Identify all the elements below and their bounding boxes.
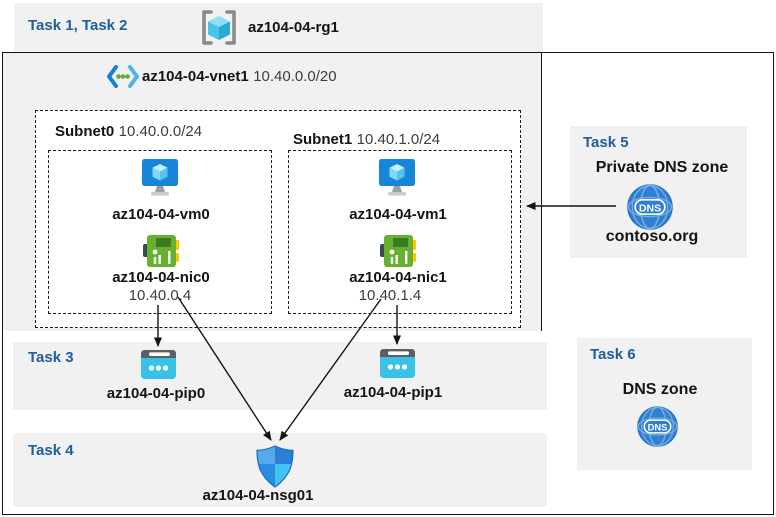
nic0-icon bbox=[143, 234, 179, 268]
dns-zone-title: DNS zone bbox=[622, 381, 698, 398]
private-dns-zone-name: contoso.org bbox=[605, 228, 699, 245]
nic0-name: az104-04-nic0 bbox=[112, 269, 210, 286]
nsg-shield-icon bbox=[255, 445, 295, 488]
dns-icon-label: DNS bbox=[648, 421, 668, 432]
vnet-cidr: 10.40.0.0/20 bbox=[253, 68, 337, 85]
task-1-2-band bbox=[14, 3, 543, 52]
task-1-2-label: Task 1, Task 2 bbox=[28, 17, 128, 34]
vm0-icon bbox=[139, 157, 181, 199]
nsg-name: az104-04-nsg01 bbox=[202, 487, 314, 504]
subnets-container bbox=[35, 110, 521, 328]
subnet0-name: Subnet0 bbox=[55, 123, 115, 140]
subnet1-box bbox=[288, 150, 512, 314]
task-3-band bbox=[13, 342, 547, 410]
private-dns-zone-title: Private DNS zone bbox=[595, 159, 729, 176]
vm1-icon bbox=[376, 157, 418, 199]
pip0-name: az104-04-pip0 bbox=[106, 385, 206, 402]
task-6-label: Task 6 bbox=[590, 346, 636, 363]
task-4-label: Task 4 bbox=[28, 442, 74, 459]
subnet1-cidr: 10.40.1.0/24 bbox=[356, 131, 441, 148]
pip1-icon bbox=[379, 348, 416, 379]
task-6-panel bbox=[577, 338, 752, 470]
nic1-name: az104-04-nic1 bbox=[349, 269, 447, 286]
resource-group-icon bbox=[199, 9, 239, 46]
task-3-label: Task 3 bbox=[28, 349, 74, 366]
vnet-name: az104-04-vnet1 bbox=[142, 68, 249, 85]
subnet0-box bbox=[48, 150, 272, 314]
vnet-icon bbox=[106, 63, 140, 90]
nic0-ip: 10.40.0.4 bbox=[128, 287, 192, 304]
nic1-ip: 10.40.1.4 bbox=[358, 287, 422, 304]
vm0-name: az104-04-vm0 bbox=[112, 206, 210, 223]
subnet1-name: Subnet1 bbox=[293, 131, 353, 148]
pip1-name: az104-04-pip1 bbox=[343, 384, 443, 401]
nic1-icon bbox=[380, 234, 416, 268]
private-dns-globe-icon: DNS bbox=[627, 184, 673, 230]
vm1-name: az104-04-vm1 bbox=[349, 206, 447, 223]
task-5-label: Task 5 bbox=[583, 134, 629, 151]
dns-globe-icon: DNS bbox=[637, 406, 678, 447]
subnet0-cidr: 10.40.0.0/24 bbox=[118, 123, 203, 140]
resource-group-name: az104-04-rg1 bbox=[248, 19, 339, 36]
pip0-icon bbox=[140, 349, 177, 380]
private-dns-icon-label: DNS bbox=[639, 202, 661, 214]
